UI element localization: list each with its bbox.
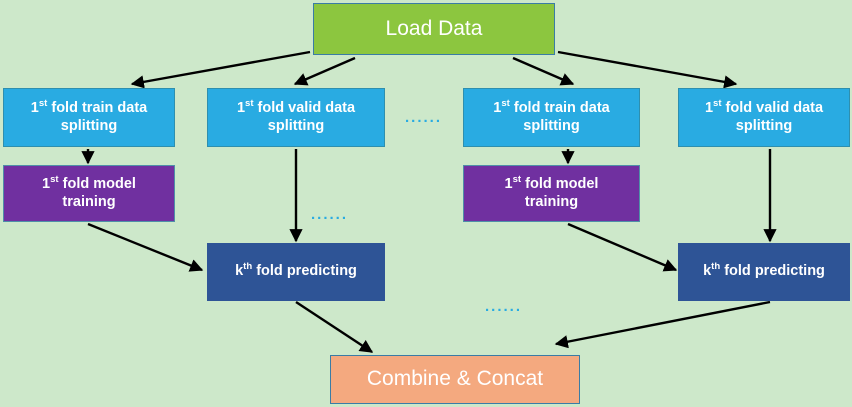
node-train-1-label: 1st fold model training — [42, 174, 136, 210]
arrow-predict1-to-combine — [295, 300, 374, 354]
node-predict-1-label: kth fold predicting — [235, 261, 357, 280]
ellipsis-row1: ...... — [405, 109, 443, 126]
node-split-2[interactable]: 1st fold valid data splitting — [207, 88, 385, 147]
node-split-2-label: 1st fold valid data splitting — [236, 98, 356, 134]
arrow-train1-to-predict1 — [87, 222, 204, 272]
arrow-train2-to-predict2 — [567, 222, 678, 272]
node-split-4[interactable]: 1st fold valid data splitting — [678, 88, 850, 147]
node-split-3[interactable]: 1st fold train data splitting — [463, 88, 640, 147]
node-train-1[interactable]: 1st fold model training — [3, 165, 175, 222]
ellipsis-bottom: ...... — [485, 298, 523, 315]
node-split-1-label: 1st fold train data splitting — [30, 98, 148, 134]
ellipsis-middle: ...... — [311, 206, 349, 223]
node-combine-concat-label: Combine & Concat — [366, 367, 544, 391]
node-split-1[interactable]: 1st fold train data splitting — [3, 88, 175, 147]
node-split-4-label: 1st fold valid data splitting — [704, 98, 824, 134]
node-predict-1[interactable]: kth fold predicting — [207, 243, 385, 301]
node-combine-concat[interactable]: Combine & Concat — [330, 355, 580, 404]
arrow-load-to-split3 — [512, 56, 575, 86]
arrow-load-to-split1 — [130, 50, 311, 89]
node-predict-2[interactable]: kth fold predicting — [678, 243, 850, 301]
node-train-2[interactable]: 1st fold model training — [463, 165, 640, 222]
arrow-predict2-to-combine — [554, 300, 771, 349]
node-predict-2-label: kth fold predicting — [703, 261, 825, 280]
node-train-2-label: 1st fold model training — [504, 174, 599, 210]
arrow-load-to-split4 — [557, 50, 738, 89]
node-split-3-label: 1st fold train data splitting — [493, 98, 610, 134]
node-load-data[interactable]: Load Data — [313, 3, 555, 55]
arrow-load-to-split2 — [293, 56, 356, 86]
node-load-data-label: Load Data — [385, 16, 483, 40]
